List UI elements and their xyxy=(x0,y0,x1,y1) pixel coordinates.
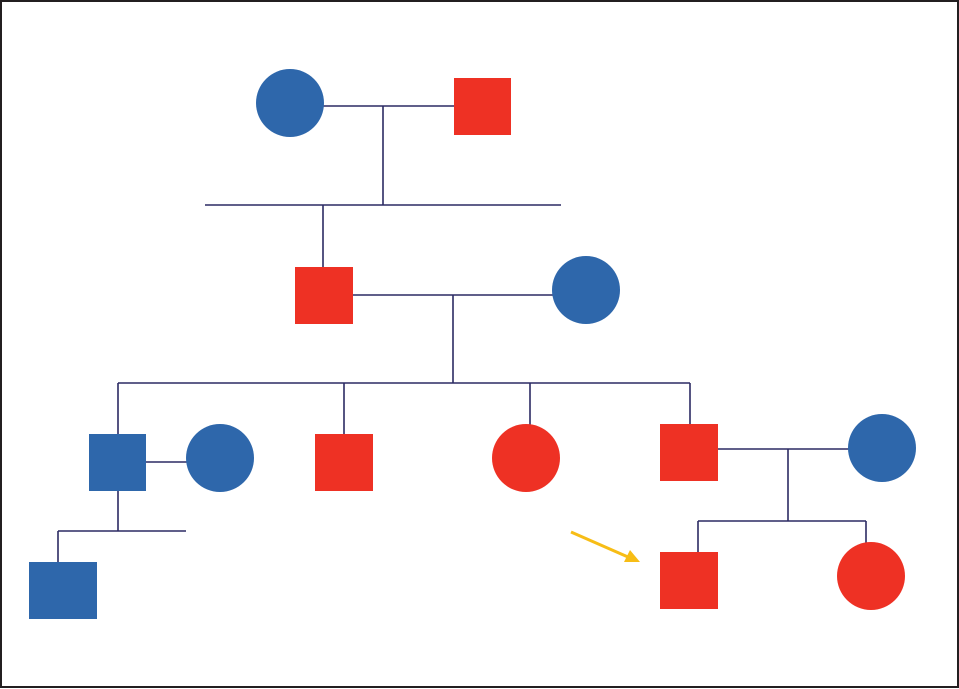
relationship-lines xyxy=(57,105,867,562)
female-unaffected-gen3-spouse-right xyxy=(848,414,916,482)
proband-arrow-icon xyxy=(570,530,640,562)
male-affected-gen1 xyxy=(454,78,511,135)
male-unaffected-gen3 xyxy=(89,434,146,491)
female-unaffected-gen3-spouse-left xyxy=(186,424,254,492)
male-affected-gen3 xyxy=(315,434,373,491)
proband-male-affected-gen4 xyxy=(660,552,718,609)
male-affected-gen2 xyxy=(295,267,353,324)
individuals xyxy=(29,69,916,619)
male-unaffected-gen4 xyxy=(29,562,97,619)
female-unaffected-gen1 xyxy=(256,69,324,137)
female-affected-gen4 xyxy=(837,542,905,610)
arrow-head xyxy=(624,550,640,562)
male-affected-gen3-right xyxy=(660,424,718,481)
female-affected-gen3 xyxy=(492,424,560,492)
female-unaffected-gen2-spouse xyxy=(552,256,620,324)
arrow-shaft xyxy=(570,530,629,559)
